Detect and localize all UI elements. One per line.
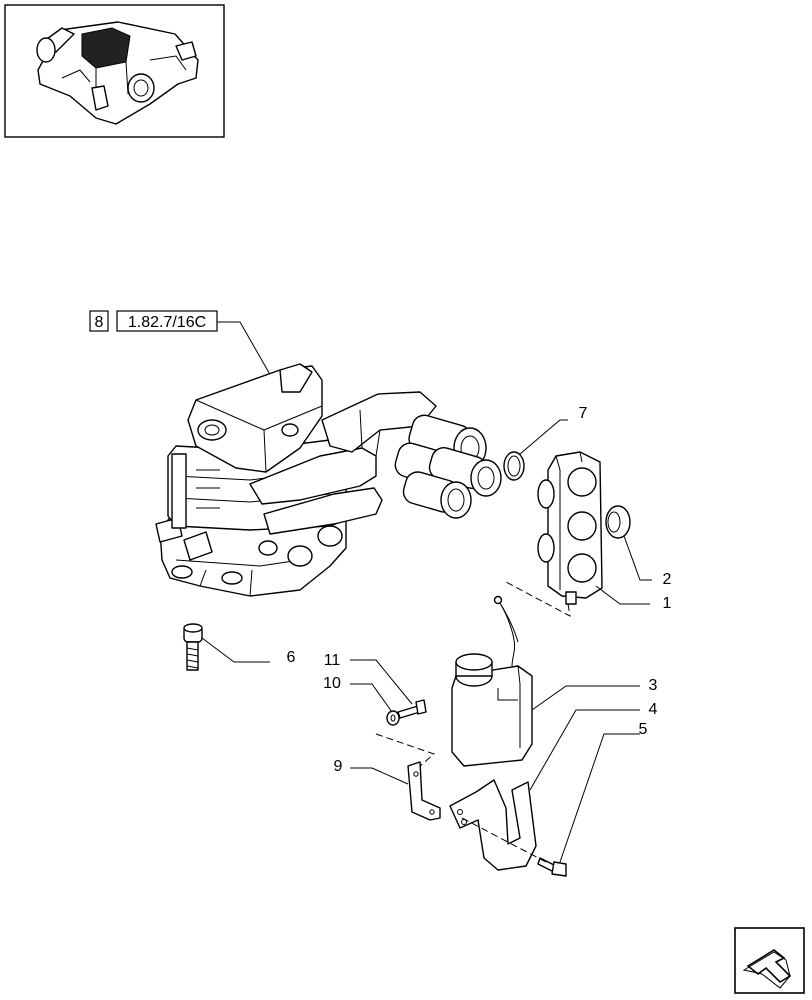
bolt-part-5 [537, 857, 567, 877]
coupler-block-part-1 [537, 451, 603, 605]
reservoir-part-3 [451, 595, 533, 767]
screw-part-6 [183, 623, 203, 671]
o-ring-part-9 [503, 451, 525, 481]
housing-thumbnail-icon [36, 21, 199, 125]
callout-11: 11 [324, 652, 341, 669]
small-bracket-part-7 [407, 761, 441, 821]
control-valve-assembly [155, 363, 502, 597]
bracket-part-4 [449, 779, 537, 871]
callout-3: 3 [649, 677, 658, 694]
callout-4: 4 [649, 701, 658, 718]
callout-2: 2 [663, 571, 672, 588]
washer-part-10 [386, 710, 400, 726]
reference-code: 1.82.7/16C [128, 314, 206, 331]
callout-9: 7 [579, 405, 588, 422]
callout-10: 10 [323, 675, 341, 692]
overview-thumbnail[interactable] [4, 4, 225, 138]
callout-6: 6 [287, 649, 296, 666]
reference-box-number: 8 [95, 314, 104, 331]
callout-5: 5 [639, 721, 648, 738]
screw-part-11 [397, 699, 427, 719]
callout-7: 9 [334, 758, 343, 775]
cap-part-2 [605, 505, 631, 539]
callout-1: 1 [663, 595, 672, 612]
next-page-arrow-icon[interactable] [734, 927, 805, 994]
reference-link[interactable]: 8 1.82.7/16C [89, 310, 218, 332]
